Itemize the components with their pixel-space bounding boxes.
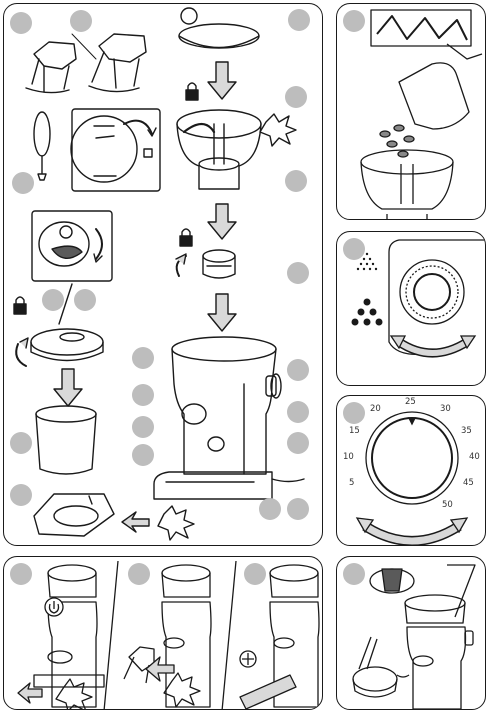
dial-label-50: 50 xyxy=(442,500,453,510)
grounds-container-lid xyxy=(31,329,103,361)
grounds-container xyxy=(36,406,96,474)
dial-label-10: 10 xyxy=(343,452,354,462)
step-badge xyxy=(42,289,64,311)
dial-label-40: 40 xyxy=(469,452,480,462)
step-badge xyxy=(132,384,154,406)
upper-burr xyxy=(203,250,235,278)
grind-scale-panel: 20 25 30 35 40 45 50 5 10 15 xyxy=(336,395,486,546)
click-burst-icon xyxy=(260,114,296,146)
step-badge xyxy=(259,498,281,520)
down-arrow-icon xyxy=(54,369,82,406)
assembly-illustration xyxy=(4,4,323,546)
grind-dial xyxy=(400,260,464,324)
assembly-panel xyxy=(3,3,323,546)
down-arrow-icon xyxy=(208,294,236,331)
bean-hopper-lid xyxy=(179,8,259,48)
dial-label-25: 25 xyxy=(405,397,416,407)
step-badge xyxy=(70,10,92,32)
step-badge xyxy=(12,172,34,194)
step-badge xyxy=(244,563,266,585)
cleaning-brush xyxy=(34,112,50,180)
step-badge xyxy=(343,238,365,260)
step-badge xyxy=(285,86,307,108)
step-badge xyxy=(287,498,309,520)
dial-label-30: 30 xyxy=(440,404,451,414)
step-badge xyxy=(132,416,154,438)
step-badge xyxy=(132,444,154,466)
coffee-bag xyxy=(399,63,469,129)
click-burst-icon xyxy=(158,506,194,540)
grinder-grind xyxy=(240,565,319,709)
removed-burr xyxy=(353,667,397,691)
portafilter-cradle-right xyxy=(89,34,146,92)
dial-label-20: 20 xyxy=(370,404,381,414)
grind-size-panel xyxy=(336,231,486,386)
step-badge xyxy=(288,9,310,31)
lock-icon xyxy=(186,83,198,100)
drip-tray xyxy=(34,494,114,536)
coffee-bag-label xyxy=(371,10,471,46)
grinder-power-on xyxy=(18,565,104,710)
fill-beans-panel xyxy=(336,3,486,220)
cleaning-panel xyxy=(336,556,486,710)
portafilter-cradle-left xyxy=(26,42,76,93)
step-badge xyxy=(10,432,32,454)
step-badge xyxy=(287,359,309,381)
step-badge xyxy=(74,289,96,311)
dial-label-15: 15 xyxy=(349,426,360,436)
step-badge xyxy=(10,12,32,34)
lock-icon xyxy=(180,229,192,246)
grinder-insert-cradle xyxy=(124,565,211,707)
step-badge xyxy=(128,563,150,585)
coarse-grind-icon xyxy=(352,299,383,326)
step-badge xyxy=(287,262,309,284)
dial-label-45: 45 xyxy=(463,478,474,488)
down-arrow-icon xyxy=(208,204,236,239)
step-divider xyxy=(104,561,118,710)
down-arrow-icon xyxy=(208,62,236,99)
step-badge xyxy=(10,484,32,506)
grinder-body xyxy=(154,337,304,499)
dial-label-5: 5 xyxy=(349,478,354,488)
dial-label-35: 35 xyxy=(461,426,472,436)
grinder-body xyxy=(407,627,466,709)
operation-illustration xyxy=(4,557,323,710)
step-badge xyxy=(132,347,154,369)
step-badge xyxy=(343,563,365,585)
bean-hopper xyxy=(177,110,261,189)
step-badge xyxy=(343,402,365,424)
operation-panel xyxy=(3,556,323,710)
step-badge xyxy=(285,170,307,192)
lock-icon xyxy=(14,297,26,314)
step-badge xyxy=(287,432,309,454)
push-arrow-icon xyxy=(122,512,149,532)
fill-beans-illustration xyxy=(337,4,486,220)
step-divider xyxy=(222,561,236,710)
scale-dial-outer xyxy=(366,412,458,504)
step-badge xyxy=(10,563,32,585)
step-badge xyxy=(287,401,309,423)
step-badge xyxy=(343,10,365,32)
